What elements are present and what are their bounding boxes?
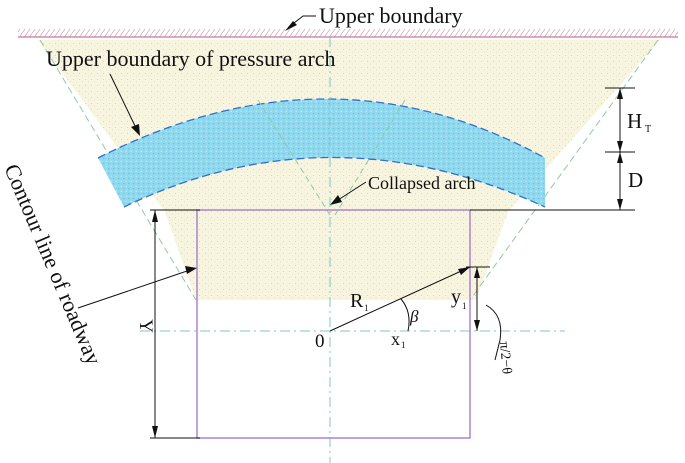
wedge-left-outer — [39, 39, 197, 301]
y-dim-arrow-top — [152, 210, 158, 222]
y1-arrow-top — [474, 267, 480, 278]
collapsed-arch-leader — [337, 181, 367, 201]
loosened-zone — [38, 40, 660, 300]
wedge-left-inner — [257, 99, 331, 216]
pressure-arch-band — [98, 99, 545, 207]
collapsed-arch-arrowhead — [330, 195, 342, 205]
angle-label: π/2−θ — [496, 341, 514, 375]
wedge-right-inner — [334, 99, 406, 216]
y1-label: y — [451, 286, 461, 308]
upper-boundary-arrowhead — [285, 21, 297, 31]
pressure-arch-upper-edge — [97, 98, 546, 159]
y-dim-arrow-bottom — [152, 426, 158, 438]
ht-subscript: T — [645, 124, 651, 135]
radius-label: R — [350, 290, 364, 312]
d-arrow-bottom — [617, 199, 623, 210]
beta-arc — [400, 298, 410, 332]
contour-line-arrowhead — [185, 266, 197, 274]
angle-arc — [485, 304, 502, 361]
upper-boundary-label: Upper boundary — [319, 3, 463, 28]
contour-line-leader — [77, 269, 191, 309]
pressure-arch-label: Upper boundary of pressure arch — [46, 46, 336, 71]
ht-arrow-bottom — [617, 141, 623, 152]
collapsed-arch-label: Collapsed arch — [368, 173, 475, 193]
ht-arrow-top — [617, 88, 623, 99]
beta-label: β — [409, 307, 419, 326]
y1-arrow-bottom — [474, 320, 480, 331]
pressure-arch-arrowhead — [131, 124, 140, 136]
y1-subscript: 1 — [462, 301, 467, 311]
collapsed-arch-edge — [123, 156, 546, 208]
height-y-label: Y — [135, 319, 156, 333]
roadway-contour — [196, 209, 471, 439]
d-arrow-top — [617, 152, 623, 163]
origin-label: 0 — [315, 331, 325, 352]
radius-subscript: 1 — [364, 303, 369, 313]
ground-surface-hatch — [18, 29, 678, 37]
wedge-right-outer — [469, 39, 659, 301]
d-label: D — [628, 168, 643, 192]
contour-line-label: Contour line of roadway — [0, 160, 107, 368]
radius-line — [329, 266, 471, 332]
x1-label: x — [391, 329, 400, 349]
radius-arrow — [458, 267, 470, 275]
x1-subscript: 1 — [401, 340, 406, 350]
pressure-arch-leader — [109, 73, 137, 129]
ht-label: H — [627, 109, 642, 133]
